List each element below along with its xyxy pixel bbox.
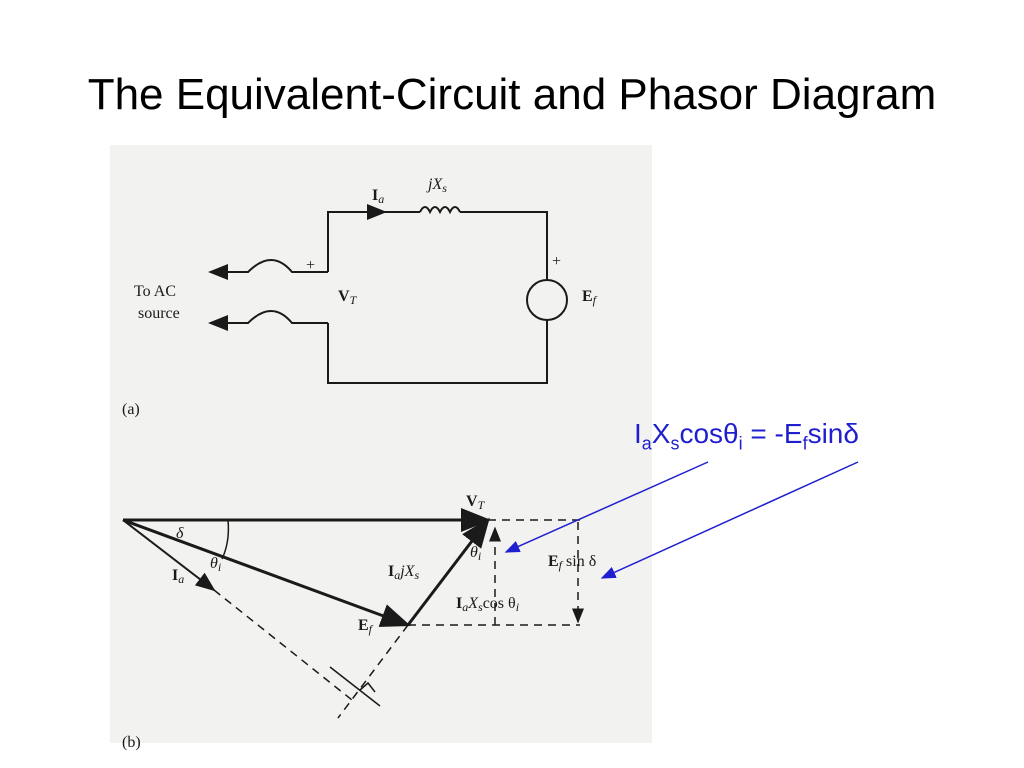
circuit-labels: Ia jXs + + To AC source VT Ef (a) xyxy=(122,176,598,418)
vt-label: VT xyxy=(338,288,358,307)
slide-title: The Equivalent-Circuit and Phasor Diagra… xyxy=(87,70,937,119)
caption-b: (b) xyxy=(122,734,141,751)
lower-terminal xyxy=(208,310,328,331)
ia-label: Ia xyxy=(372,187,384,206)
equivalent-circuit xyxy=(208,204,568,384)
efsin-label: Ef sin δ xyxy=(548,553,596,572)
caption-a: (a) xyxy=(122,401,140,418)
drop-label: IajXs xyxy=(388,563,419,582)
right-wire-lower xyxy=(327,320,548,384)
figure-scan xyxy=(110,145,652,743)
ef-label: Ef xyxy=(582,288,598,307)
ia-extension xyxy=(213,589,353,701)
vt-phasor-label: VT xyxy=(466,493,486,512)
annotation-arrows xyxy=(504,461,859,579)
delta-arc xyxy=(221,519,230,560)
plus-right: + xyxy=(552,253,561,270)
annotation-equation: IaXscosθi = -Efsinδ xyxy=(634,418,859,454)
right-angle-mark xyxy=(359,681,376,693)
theta2-label: θi xyxy=(470,544,481,563)
source-label-line2: source xyxy=(138,305,180,322)
annotation-arrow-right xyxy=(600,461,859,579)
theta-label: θi xyxy=(210,555,221,574)
ef-phasor xyxy=(122,518,411,627)
drop-phasor xyxy=(406,517,490,626)
drop-extension xyxy=(337,624,409,719)
phasor-diagram xyxy=(122,508,584,719)
ef-phasor-label: Ef xyxy=(358,617,374,636)
upper-terminal xyxy=(208,259,328,280)
annotation-arrow-left xyxy=(504,461,709,553)
jxs-label: jXs xyxy=(426,176,447,195)
ia-phasor-label: Ia xyxy=(172,567,184,586)
plus-left: + xyxy=(306,257,315,274)
source-label-line1: To AC xyxy=(134,283,176,300)
perp-line xyxy=(329,666,381,707)
delta-label: δ xyxy=(176,525,184,542)
generator-circle xyxy=(526,279,568,321)
iaxs-label: IaXscos θi xyxy=(456,595,519,614)
top-wire-right xyxy=(460,211,548,280)
phasor-labels: VT δ θi Ia Ef IajXs θi Ef sin δ IaXscos … xyxy=(122,493,596,751)
top-wire-left xyxy=(327,204,387,272)
ia-phasor xyxy=(122,519,216,592)
inductor-coil xyxy=(419,206,461,215)
